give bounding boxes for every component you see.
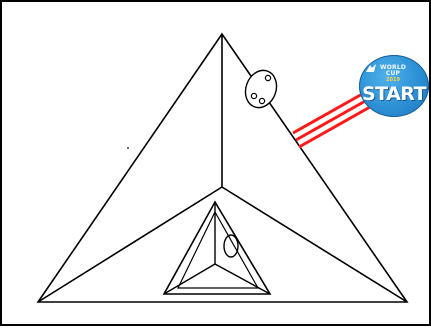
start-button[interactable]: WORLD CUP 2019 START	[359, 55, 429, 117]
potato-shape-icon[interactable]	[240, 66, 281, 112]
badge-tag: WORLD CUP	[373, 65, 413, 77]
cheese-hole-icon[interactable]	[224, 235, 238, 257]
spoke-left	[38, 187, 222, 302]
stray-dot	[127, 147, 129, 149]
spoke-right	[222, 187, 407, 302]
start-label: START	[359, 83, 429, 105]
inner-core-triangle	[178, 212, 258, 288]
